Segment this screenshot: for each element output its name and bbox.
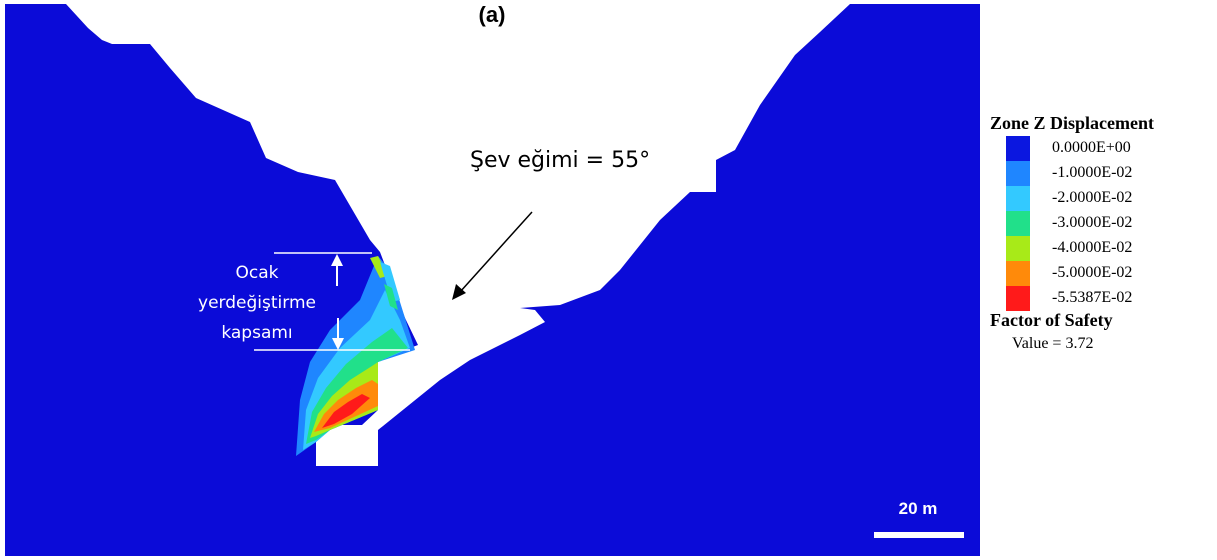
legend-swatch bbox=[1006, 236, 1030, 261]
excavated-region bbox=[66, 4, 850, 466]
extent-label-line-1: Ocak bbox=[235, 263, 279, 283]
legend-item: 0.0000E+00 bbox=[1006, 136, 1206, 161]
displacement-contours bbox=[296, 256, 415, 456]
legend-swatch bbox=[1006, 261, 1030, 286]
legend-item: -4.0000E-02 bbox=[1006, 236, 1206, 261]
legend-label: -5.5387E-02 bbox=[1052, 289, 1133, 306]
panel-label: (a) bbox=[478, 2, 506, 27]
legend-item: -5.0000E-02 bbox=[1006, 261, 1206, 286]
slope-arrow bbox=[452, 211, 533, 300]
legend-title: Zone Z Displacement bbox=[990, 113, 1154, 133]
legend-item: -1.0000E-02 bbox=[1006, 161, 1206, 186]
extent-arrow-down bbox=[332, 318, 344, 350]
legend-label: -5.0000E-02 bbox=[1052, 264, 1133, 281]
legend-swatch bbox=[1006, 211, 1030, 236]
slope-angle-label: Şev eğimi = 55° bbox=[470, 148, 651, 173]
scale-bar-label: 20 m bbox=[898, 499, 938, 518]
displacement-extent-label: Ocak yerdeğiştirme kapsamı bbox=[186, 258, 328, 348]
legend-item: -5.5387E-02 bbox=[1006, 286, 1206, 311]
legend-item: -2.0000E-02 bbox=[1006, 186, 1206, 211]
legend-swatch bbox=[1006, 186, 1030, 211]
factor-of-safety-value: Value = 3.72 bbox=[1012, 335, 1094, 352]
legend-label: -1.0000E-02 bbox=[1052, 164, 1133, 181]
scale-bar bbox=[874, 532, 964, 538]
legend-swatch bbox=[1006, 161, 1030, 186]
legend-label: 0.0000E+00 bbox=[1052, 139, 1131, 156]
legend-item: -3.0000E-02 bbox=[1006, 211, 1206, 236]
legend-swatch bbox=[1006, 286, 1030, 311]
legend-label: -4.0000E-02 bbox=[1052, 239, 1133, 256]
factor-of-safety-title: Factor of Safety bbox=[990, 310, 1113, 330]
legend-label: -2.0000E-02 bbox=[1052, 189, 1133, 206]
extent-arrow-up bbox=[331, 254, 343, 286]
legend-swatch bbox=[1006, 136, 1030, 161]
extent-label-line-3: kapsamı bbox=[221, 323, 293, 343]
legend-label: -3.0000E-02 bbox=[1052, 214, 1133, 231]
extent-label-line-2: yerdeğiştirme bbox=[198, 293, 316, 313]
